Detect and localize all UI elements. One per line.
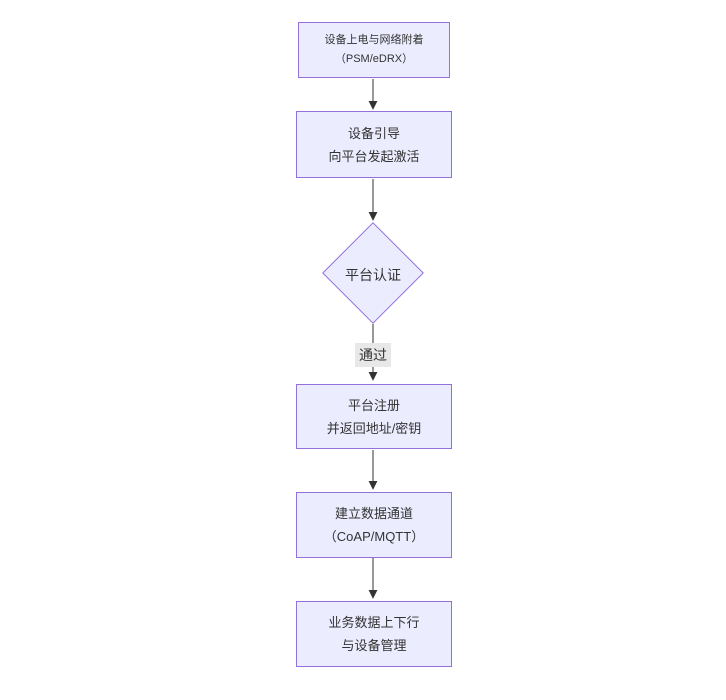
node-platform-auth-label: 平台认证 — [345, 267, 401, 283]
edge-label-pass: 通过 — [355, 343, 391, 367]
node-label-line: 平台注册 — [347, 397, 400, 413]
node-label-line: 业务数据上下行 — [328, 615, 420, 630]
node-label-line: 设备上电与网络附着 — [324, 34, 424, 46]
node-data-channel: 建立数据通道 （CoAP/MQTT） — [296, 492, 452, 558]
node-label-line: 并返回地址/密钥 — [326, 420, 422, 436]
node-label-line: （CoAP/MQTT） — [323, 529, 425, 544]
node-device-power-network-attach: 设备上电与网络附着 （PSM/eDRX） — [298, 22, 450, 78]
node-business-data-device-mgmt: 业务数据上下行 与设备管理 — [296, 601, 452, 667]
node-label-line: （PSM/eDRX） — [334, 53, 414, 65]
node-label-line: 设备引导 — [347, 125, 400, 141]
node-label-line: 向平台发起激活 — [328, 148, 420, 164]
node-platform-register: 平台注册 并返回地址/密钥 — [296, 384, 452, 449]
node-device-bootstrap-activate: 设备引导 向平台发起激活 — [296, 111, 452, 178]
node-label-line: 建立数据通道 — [334, 506, 413, 521]
node-label-line: 与设备管理 — [341, 638, 407, 653]
